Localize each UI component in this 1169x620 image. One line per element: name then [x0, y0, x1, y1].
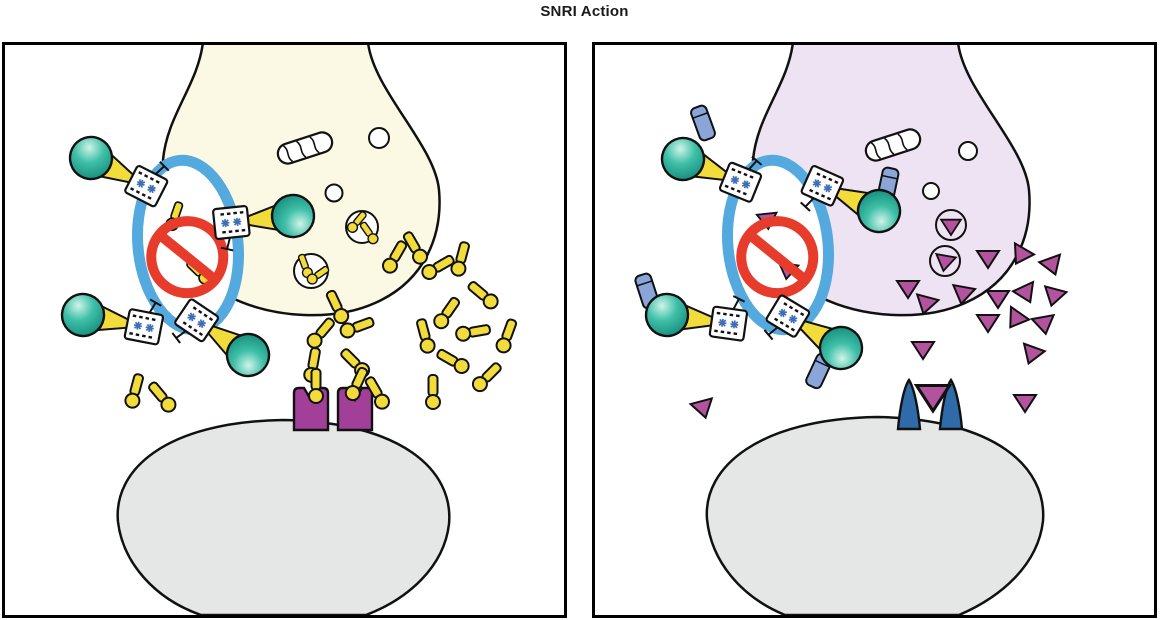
norepinephrine-molecule — [911, 341, 935, 360]
nri-cylinder — [688, 103, 718, 143]
synaptic-vesicle — [368, 127, 390, 149]
norepinephrine-molecule — [689, 397, 718, 422]
norepinephrine-molecule — [986, 290, 1010, 309]
serotonin-molecule — [430, 294, 464, 332]
serotonin-synapse-diagram — [57, 45, 521, 615]
norepinephrine-molecule — [1013, 394, 1037, 413]
synaptic-vesicle — [922, 182, 940, 200]
norepinephrine-receptor — [938, 377, 964, 431]
synaptic-vesicle — [324, 183, 344, 203]
serotonin-molecule — [464, 277, 502, 313]
postsynaptic-neuron — [705, 415, 1045, 615]
norepinephrine-molecule — [1017, 342, 1046, 369]
norepinephrine-molecule — [1030, 314, 1058, 337]
synaptic-vesicle — [958, 141, 978, 161]
norepinephrine-panel — [592, 42, 1157, 618]
serotonin-molecule — [425, 374, 441, 410]
norepinephrine-synapse-diagram — [633, 45, 1068, 615]
snri-drug-molecule — [642, 283, 751, 348]
serotonin-molecule — [122, 371, 148, 411]
serotonin-molecule — [469, 359, 505, 395]
serotonin-molecule — [412, 316, 438, 356]
serotonin-molecule — [454, 321, 492, 343]
serotonin-molecule — [144, 378, 180, 416]
serotonin-molecule — [493, 316, 521, 356]
synaptic-vesicle — [935, 209, 967, 241]
page-title: SNRI Action — [540, 3, 629, 20]
serotonin-molecule — [308, 368, 324, 404]
serotonin-molecule — [433, 345, 473, 377]
postsynaptic-neuron — [116, 418, 451, 615]
synaptic-vesicle — [929, 245, 961, 277]
serotonin-molecule — [303, 314, 339, 352]
serotonin-panel — [2, 42, 567, 618]
norepinephrine-molecule — [1012, 281, 1042, 308]
mitochondrion — [864, 128, 922, 162]
norepinephrine-receptor — [896, 377, 922, 431]
norepinephrine-molecule — [1038, 253, 1067, 280]
norepinephrine-molecule — [1039, 285, 1068, 310]
norepinephrine-molecule — [976, 314, 1000, 333]
norepinephrine-molecule — [1000, 305, 1031, 335]
mitochondrion — [276, 131, 334, 165]
